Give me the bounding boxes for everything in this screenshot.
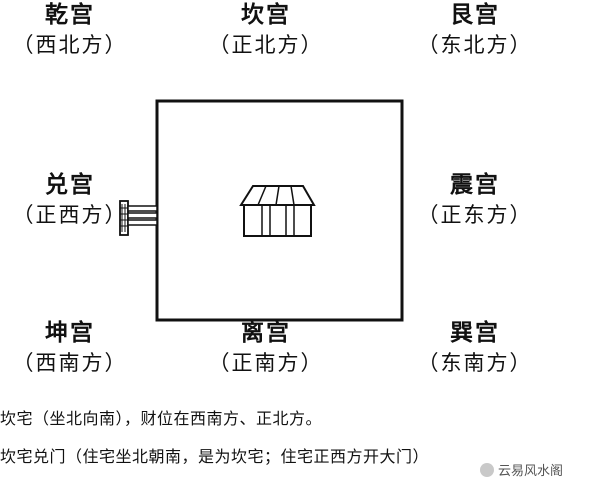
- palace-kan: 坎宫 （正北方）: [196, 0, 336, 60]
- palace-name: 艮宫: [450, 1, 500, 28]
- palace-direction: （正北方）: [208, 33, 324, 57]
- caption-line-2: 坎宅兑门（住宅坐北朝南，是为坎宅；住宅正西方开大门）: [0, 447, 430, 466]
- palace-name: 坤宫: [45, 319, 95, 346]
- palace-li: 离宫 （正南方）: [196, 318, 336, 378]
- palace-direction: （西南方）: [12, 351, 128, 375]
- caption-line-1: 坎宅（坐北向南），财位在西南方、正北方。: [0, 409, 323, 428]
- palace-qian: 乾宫 （西北方）: [0, 0, 140, 60]
- palace-name: 离宫: [241, 319, 291, 346]
- palace-name: 巽宫: [450, 319, 500, 346]
- palace-dui: 兑宫 （正西方）: [0, 170, 140, 230]
- palace-direction: （东北方）: [417, 33, 533, 57]
- palace-direction: （西北方）: [12, 33, 128, 57]
- palace-gen: 艮宫 （东北方）: [405, 0, 545, 60]
- palace-direction: （东南方）: [417, 351, 533, 375]
- house-icon: [239, 185, 316, 237]
- watermark: 云易风水阁: [480, 462, 592, 482]
- palace-name: 坎宫: [241, 1, 291, 28]
- palace-direction: （正南方）: [208, 351, 324, 375]
- west-gate-icon: [119, 200, 158, 236]
- palace-kun: 坤宫 （西南方）: [0, 318, 140, 378]
- palace-xun: 巽宫 （东南方）: [405, 318, 545, 378]
- palace-name: 兑宫: [45, 171, 95, 198]
- watermark-logo-icon: [480, 463, 494, 477]
- palace-zhen: 震宫 （正东方）: [405, 170, 545, 230]
- watermark-text: 云易风水阁: [498, 464, 564, 479]
- palace-name: 乾宫: [45, 1, 95, 28]
- palace-direction: （正西方）: [12, 203, 128, 227]
- palace-name: 震宫: [450, 171, 500, 198]
- palace-direction: （正东方）: [417, 203, 533, 227]
